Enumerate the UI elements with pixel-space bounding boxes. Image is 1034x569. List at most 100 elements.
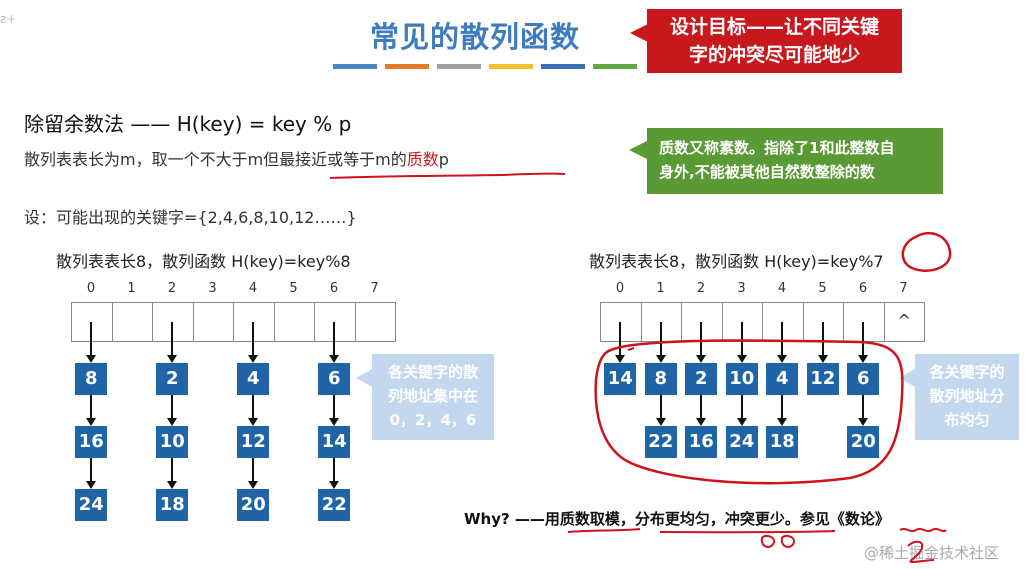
right-chain-arrow [740,322,743,356]
method-heading: 除留余数法 —— H(key) = key % p [24,112,352,136]
prime-callout-pointer [629,141,647,159]
right-chain-arrowhead [696,418,707,426]
left-chain-node: 6 [318,363,351,395]
left-index-label: 3 [208,281,217,296]
left-note-line-1: 各关键字的散 [387,363,478,381]
left-chain-node: 18 [156,489,189,521]
left-chain-arrowhead [86,355,97,363]
right-chain-arrow [821,322,824,356]
left-chain-arrowhead [167,418,178,426]
left-chain-arrow [333,322,336,356]
left-chain-node: 8 [75,363,108,395]
left-index-label: 6 [329,281,339,296]
right-chain-arrow [740,395,743,419]
wavy-underline-number-theory [899,527,947,533]
right-chain-arrowhead [858,355,869,363]
left-note-line-3: 0，2，4，6 [389,411,477,429]
left-chain-arrow [333,458,336,482]
left-chain-node: 4 [237,363,270,395]
right-slot-cell: ^ [883,302,925,342]
right-chain-node: 22 [644,426,677,458]
left-chain-node: 16 [75,426,108,458]
left-chain-arrow [252,458,255,482]
color-bar-segment [333,64,377,69]
right-chain-arrowhead [736,418,747,426]
right-note-line-2: 散列地址分 [929,387,1005,405]
right-chain-arrow [659,322,662,356]
goal-callout-line-1: 设计目标——让不同关键 [669,16,879,38]
right-chain-node: 14 [604,363,637,395]
prime-callout: 质数又称素数。指除了1和此整数自 身外,不能被其他自然数整除的数 [647,128,943,194]
left-chain-node: 12 [237,426,270,458]
underline-closest-prime [329,172,566,179]
left-chain-node: 20 [237,489,270,521]
right-index-label: 6 [858,281,868,296]
right-chain-arrowhead [777,418,788,426]
right-chain-node: 4 [766,363,799,395]
right-chain-node: 6 [847,363,880,395]
right-chain-arrow [700,322,703,356]
color-bar-segment [541,64,585,69]
left-chain-arrowhead [167,355,178,363]
right-index-label: 0 [615,281,625,296]
right-chain-arrow [862,322,865,356]
right-chain-node: 12 [806,363,839,395]
left-chain-arrowhead [167,481,178,489]
underline-prime-mod [567,528,641,533]
tick-mark [627,347,635,351]
left-chain-arrow [252,395,255,419]
right-chain-node: 24 [725,426,758,458]
left-chain-arrowhead [248,481,259,489]
right-chain-node: 18 [766,426,799,458]
left-chain-arrow [90,458,93,482]
right-chain-arrow [700,395,703,419]
left-slot-cell [354,302,396,342]
left-example-caption: 散列表表长8，散列函数 H(key)=key%8 [56,252,351,271]
right-chain-arrowhead [858,418,869,426]
left-index-label: 2 [167,281,177,296]
right-index-label: 1 [656,281,665,296]
right-chain-arrow [781,395,784,419]
left-chain-node: 10 [156,426,189,458]
left-chain-arrowhead [329,418,340,426]
right-note-pointer [899,369,915,387]
right-example-caption: 散列表表长8，散列函数 H(key)=key%7 [589,252,884,271]
left-chain-arrow [333,395,336,419]
left-chain-node: 22 [318,489,351,521]
right-chain-node: 2 [685,363,718,395]
right-chain-node: 20 [847,426,880,458]
left-slot-cell [273,302,315,342]
right-chain-node: 8 [644,363,677,395]
right-chain-arrow [862,395,865,419]
left-index-label: 7 [370,281,379,296]
left-chain-arrow [171,395,174,419]
left-note: 各关键字的散 列地址集中在 0，2，4，6 [372,354,494,440]
left-chain-arrowhead [86,481,97,489]
goal-callout: 设计目标——让不同关键 字的冲突尽可能地少 [647,9,902,73]
mark-dd [760,534,796,548]
left-chain-arrow [90,395,93,419]
circle-mod7 [901,232,952,272]
right-index-label: 7 [899,281,908,296]
left-note-line-2: 列地址集中在 [387,387,478,405]
left-chain-arrow [252,322,255,356]
right-index-label: 5 [818,281,827,296]
left-note-pointer [356,369,372,387]
left-index-label: 5 [289,281,298,296]
right-chain-arrow [619,322,622,356]
right-chain-node: 10 [725,363,758,395]
left-index-label: 4 [248,281,258,296]
prime-callout-line-2: 身外,不能被其他自然数整除的数 [659,163,875,181]
color-bar-segment [437,64,481,69]
left-chain-node: 14 [318,426,351,458]
keys-set-line: 设：可能出现的关键字={2,4,6,8,10,12……} [24,208,357,227]
left-chain-arrow [171,458,174,482]
method-description: 散列表表长为m，取一个不大于m但最接近或等于m的质数p [24,146,449,170]
watermark: @稀土掘金技术社区 [864,544,1000,562]
goal-callout-pointer [630,24,648,42]
right-chain-arrowhead [696,355,707,363]
left-chain-arrow [171,322,174,356]
left-chain-arrowhead [248,355,259,363]
right-chain-arrowhead [655,355,666,363]
right-note-line-3: 布均匀 [944,411,990,429]
